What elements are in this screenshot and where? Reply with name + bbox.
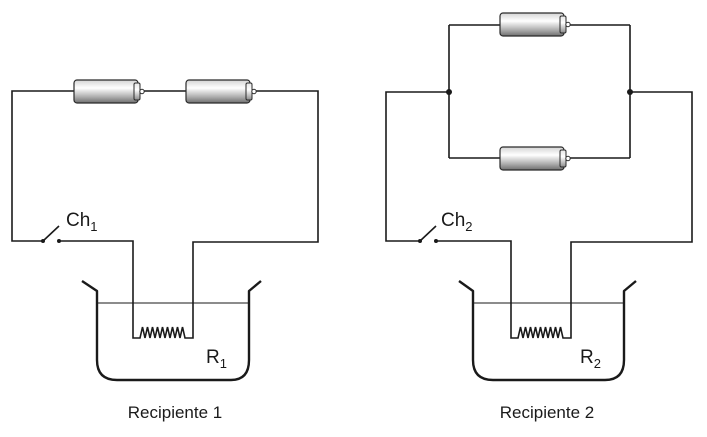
switch-label: Ch1 (66, 210, 98, 234)
switch-ch1 (41, 225, 61, 243)
battery-cell (185, 79, 257, 104)
battery-cell (499, 146, 571, 171)
circuit-2: Ch2 R2 Recipiente 2 (385, 12, 693, 422)
heating-coil (132, 258, 194, 339)
switch-label: Ch2 (441, 210, 473, 234)
circuit-1: Ch1 R1 Recipiente 1 (11, 79, 319, 422)
container-caption: Recipiente 1 (128, 403, 223, 422)
junction-node (627, 89, 633, 95)
container-caption: Recipiente 2 (500, 403, 595, 422)
resistor-label: R1 (206, 347, 227, 371)
water-container (458, 280, 637, 382)
wire-2 (385, 24, 693, 258)
switch-ch2 (418, 225, 438, 243)
wire-1 (11, 90, 319, 258)
water-container (81, 280, 262, 382)
battery-cell (499, 12, 571, 37)
junction-node (446, 89, 452, 95)
battery-cell (73, 79, 145, 104)
resistor-label: R2 (580, 347, 601, 371)
heating-coil (510, 258, 572, 339)
